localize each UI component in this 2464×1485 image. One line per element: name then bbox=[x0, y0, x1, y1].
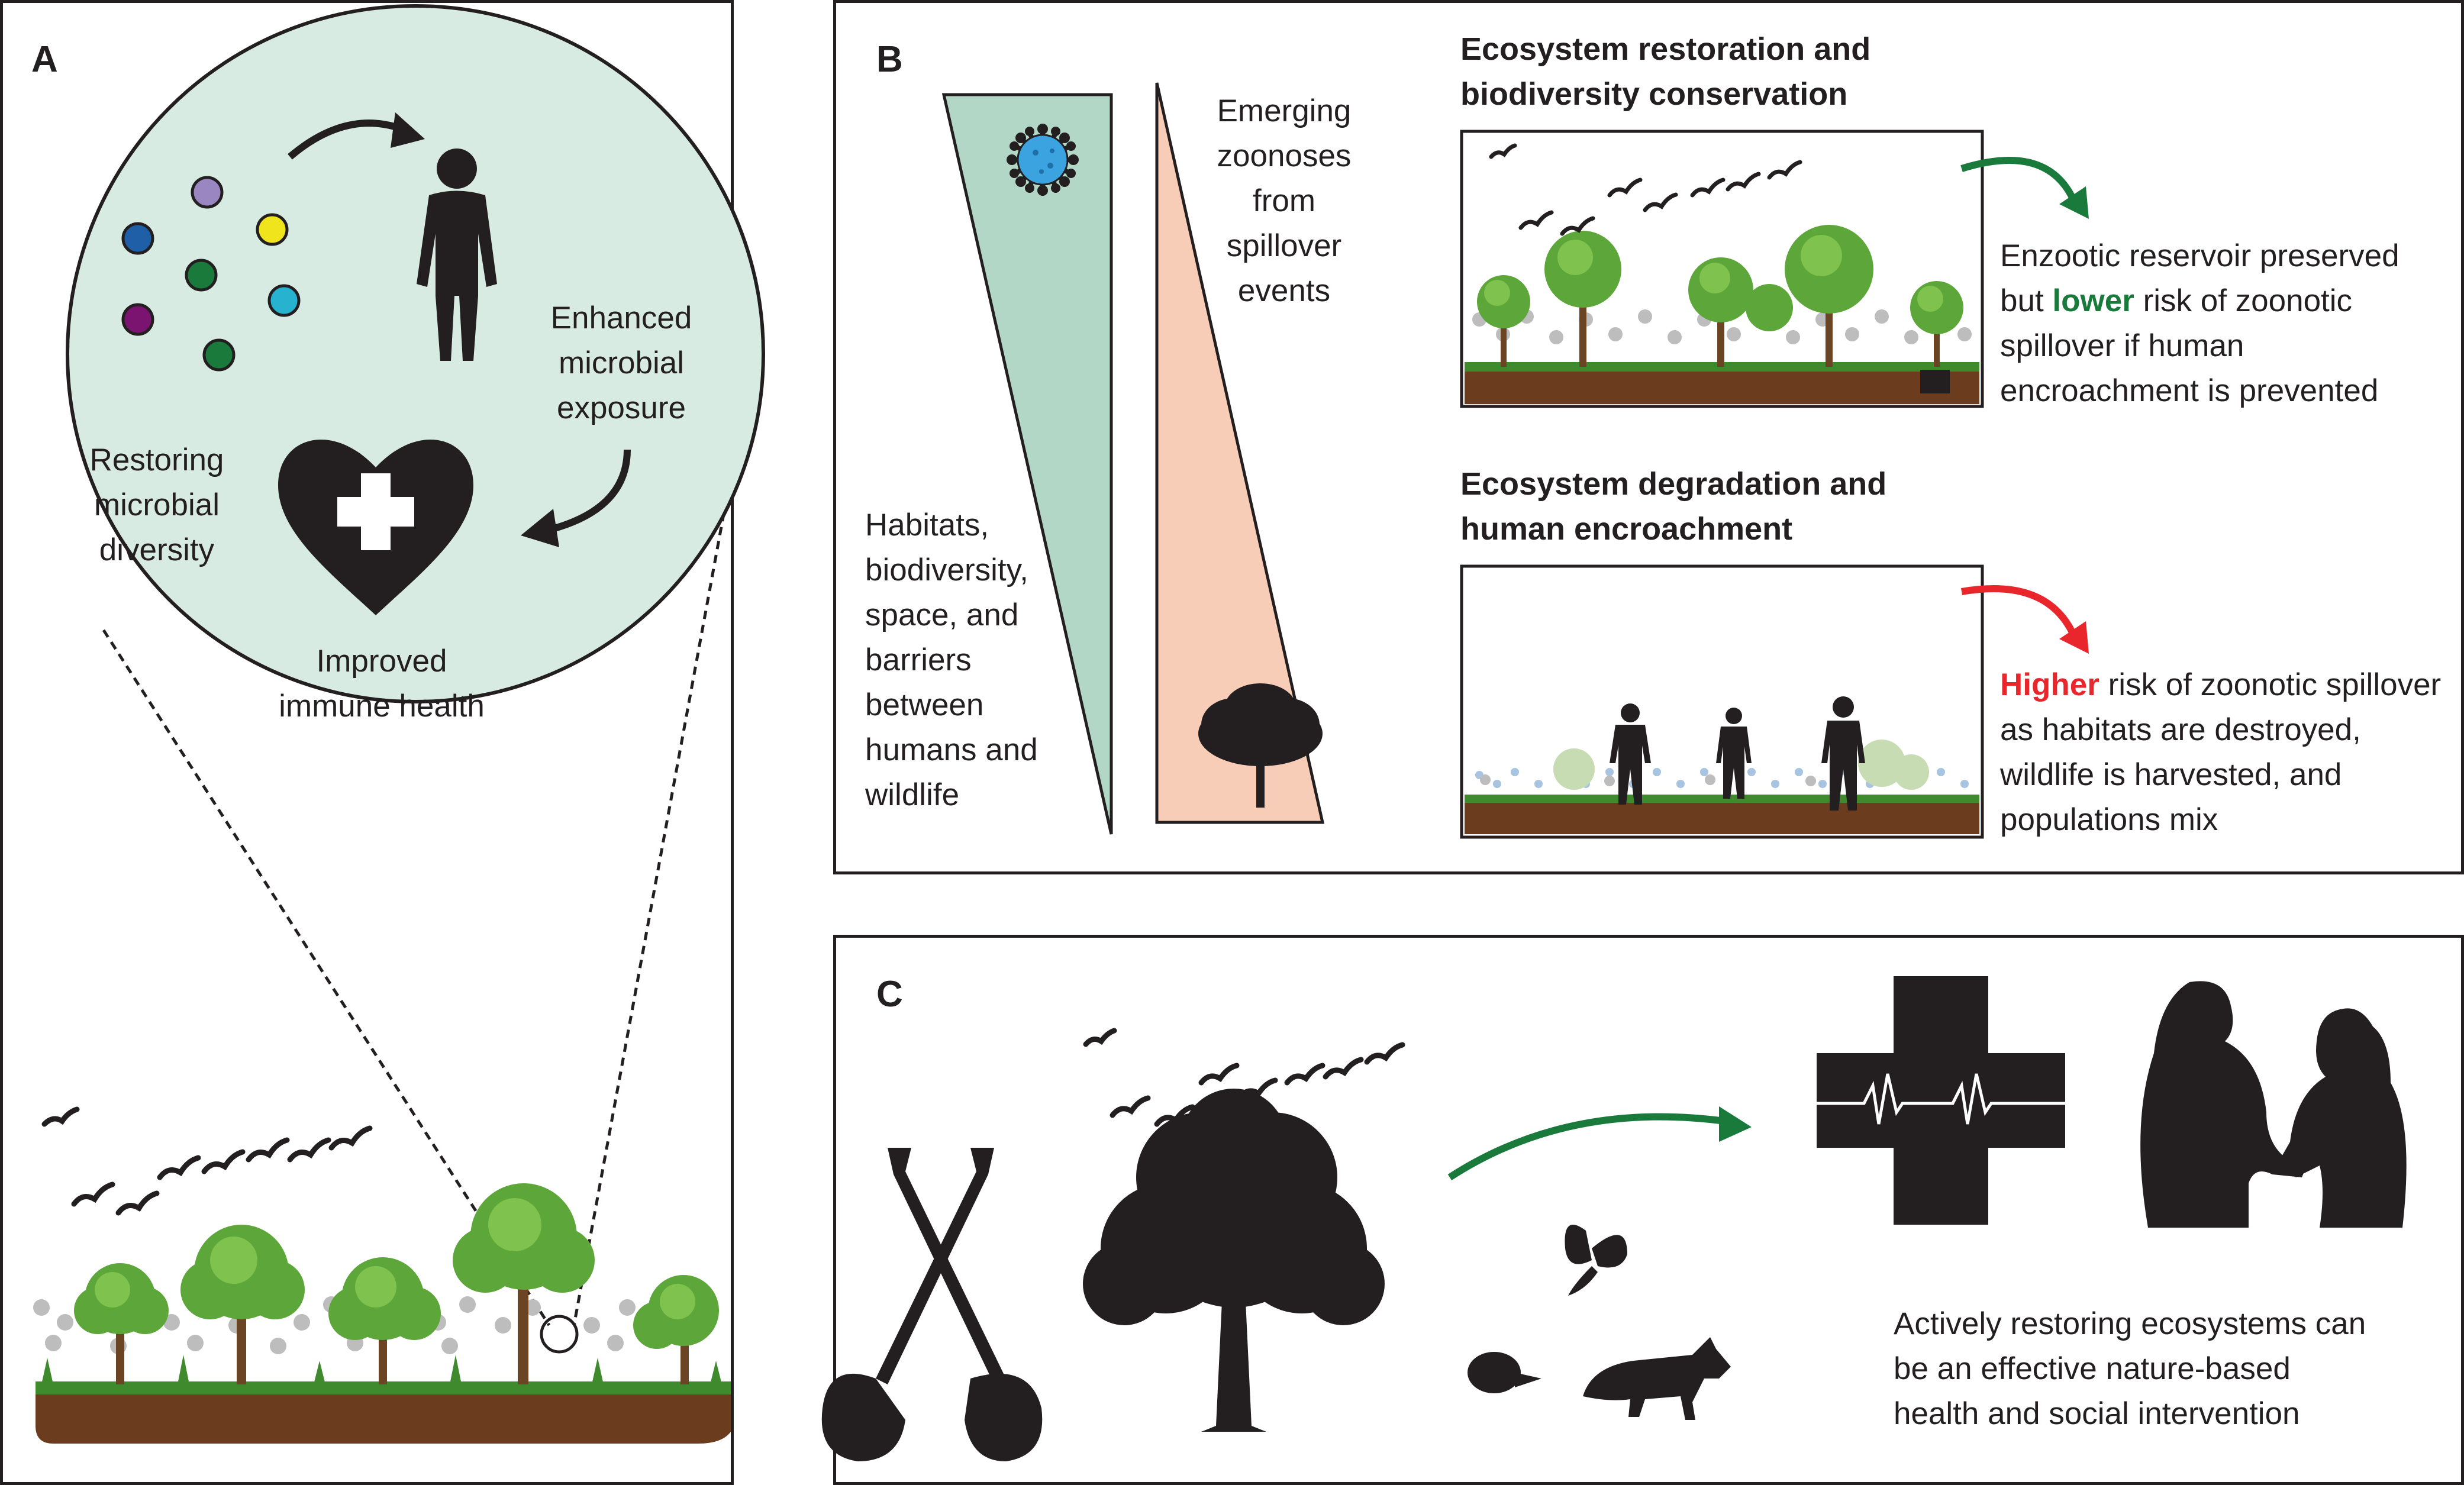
hedgehog-icon bbox=[1468, 1352, 1541, 1393]
red-arrow-icon bbox=[1960, 585, 2078, 638]
restoration-outcome-prefix: Enzootic reservoir preserved but bbox=[2000, 238, 2400, 318]
higher-keyword: Higher bbox=[2000, 667, 2099, 702]
zoonoses-wedge bbox=[1155, 82, 1325, 824]
green-arrow-icon bbox=[1960, 157, 2078, 203]
microbe-dot bbox=[121, 303, 154, 336]
zoom-line-right bbox=[572, 485, 731, 1326]
restoration-heading: Ecosystem restoration and biodiversity c… bbox=[1460, 31, 1871, 112]
handshake-icon bbox=[2140, 981, 2407, 1228]
microbe-dot bbox=[202, 338, 236, 372]
zoonoses-wedge-label: Emerging zoonoses from spillover events bbox=[1217, 93, 1352, 308]
microbe-dot bbox=[191, 176, 224, 209]
enhanced-exposure-label: Enhanced microbial exposure bbox=[550, 301, 692, 425]
curved-arrow-right-icon bbox=[549, 449, 631, 533]
tree-icon bbox=[1083, 1089, 1385, 1432]
panel-b-wedges bbox=[941, 82, 2089, 839]
restoring-diversity-label: Restoring microbial diversity bbox=[89, 443, 224, 567]
green-arrow-c-icon bbox=[1447, 1113, 1726, 1181]
microbe-dot bbox=[267, 284, 301, 317]
zoom-circle bbox=[66, 4, 765, 703]
degradation-heading: Ecosystem degradation and human encroach… bbox=[1460, 466, 1887, 547]
medical-cross-icon bbox=[1817, 976, 2065, 1225]
lower-keyword: lower bbox=[2052, 283, 2134, 318]
zoom-line-left bbox=[102, 629, 551, 1326]
birds-icon bbox=[1083, 1028, 1405, 1127]
restoration-scene bbox=[1460, 130, 1984, 408]
improved-health-label: Improved immune health bbox=[279, 644, 485, 724]
panel-a-graphics bbox=[33, 4, 765, 1444]
panel-b-letter: B bbox=[876, 39, 903, 80]
fox-icon bbox=[1583, 1337, 1731, 1420]
microbe-dot bbox=[256, 213, 289, 246]
restoration-outcome: Enzootic reservoir preserved but lower r… bbox=[2000, 234, 2438, 414]
microbe-dots bbox=[121, 176, 301, 372]
heart-cross-icon bbox=[278, 439, 473, 615]
shovels-icon bbox=[821, 1148, 1043, 1461]
forest-landscape-a bbox=[33, 1183, 731, 1444]
arrowhead-top bbox=[391, 112, 425, 148]
degradation-scene bbox=[1460, 564, 1984, 839]
degradation-outcome: Higher risk of zoonotic spillover as hab… bbox=[2000, 663, 2450, 842]
habitat-wedge bbox=[941, 93, 1113, 835]
virus-icon bbox=[1007, 124, 1079, 196]
degradation-outcome-suffix: risk of zoonotic spillover as habitats a… bbox=[2000, 667, 2442, 837]
panel-a-letter: A bbox=[31, 39, 58, 80]
habitat-wedge-label: Habitats, biodiversity, space, and barri… bbox=[865, 508, 1038, 812]
restoration-outcome-suffix: risk of zoonotic spillover if human encr… bbox=[2000, 283, 2379, 408]
human-silhouette-icon bbox=[417, 148, 497, 361]
panel-c-caption: Actively restoring ecosystems can be an … bbox=[1894, 1306, 2366, 1431]
microbe-dot bbox=[185, 259, 218, 292]
birds-icon bbox=[41, 1106, 373, 1216]
microbe-dot bbox=[121, 222, 154, 255]
arrowhead-right bbox=[521, 509, 559, 547]
panel-c-letter: C bbox=[876, 974, 903, 1015]
zoom-source-circle bbox=[540, 1315, 579, 1354]
people-silhouettes-icon bbox=[1610, 696, 1865, 811]
tree-silhouette-icon bbox=[1198, 683, 1323, 808]
butterfly-icon bbox=[1565, 1225, 1627, 1296]
